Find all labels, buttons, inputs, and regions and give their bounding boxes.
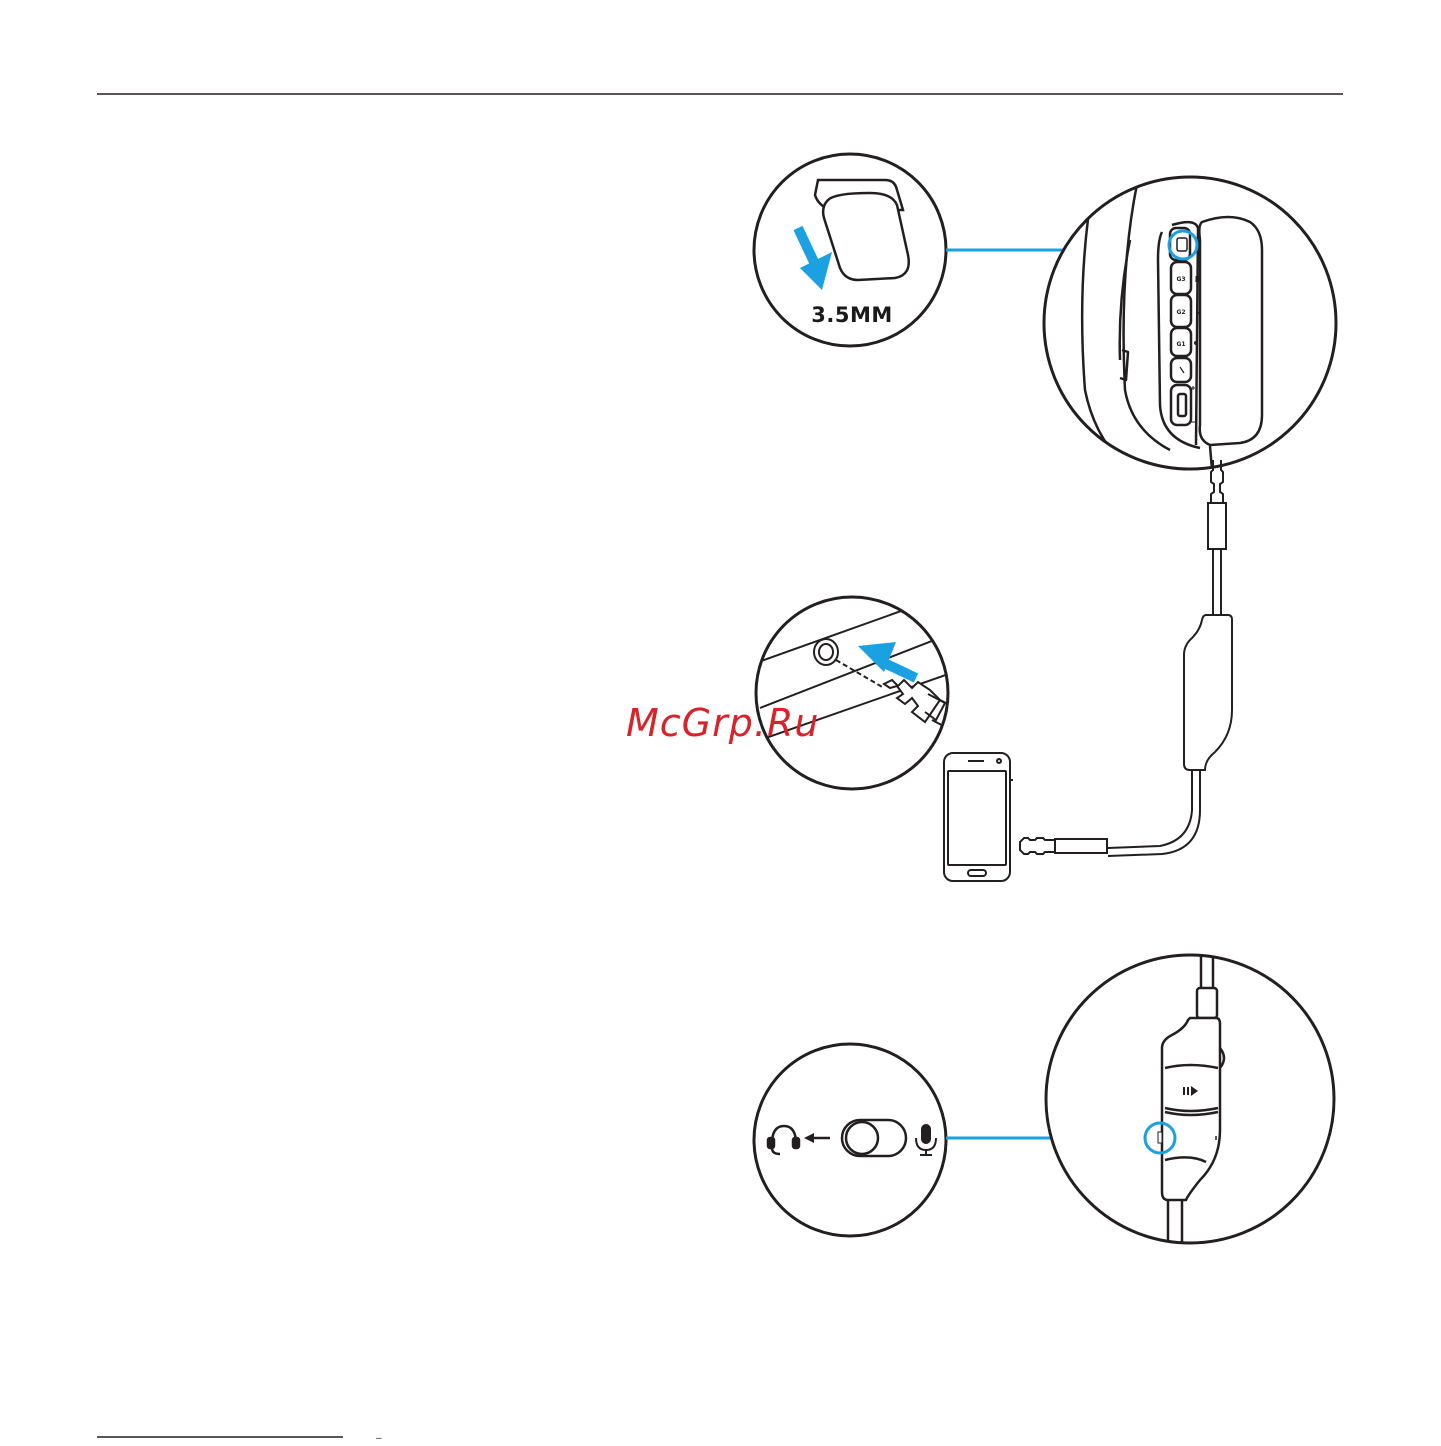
mic-switch-callout — [754, 1044, 946, 1236]
jack-detail-callout: 3.5MM — [754, 154, 946, 346]
switch-icon — [842, 1120, 906, 1156]
audio-cable — [1020, 460, 1232, 856]
smartphone-illustration — [944, 753, 1013, 881]
footer-mark: – — [376, 1433, 382, 1441]
button-label-g1: G1 — [1176, 341, 1185, 348]
watermark-text: McGrp.Ru — [626, 701, 819, 745]
inline-remote-detail — [1046, 950, 1334, 1250]
jack-size-label: 3.5MM — [811, 303, 893, 327]
button-label-g3: G3 — [1176, 276, 1185, 283]
button-label-g2: G2 — [1176, 309, 1185, 316]
earcup-detail: G3 G2 G1 — [1044, 150, 1336, 470]
